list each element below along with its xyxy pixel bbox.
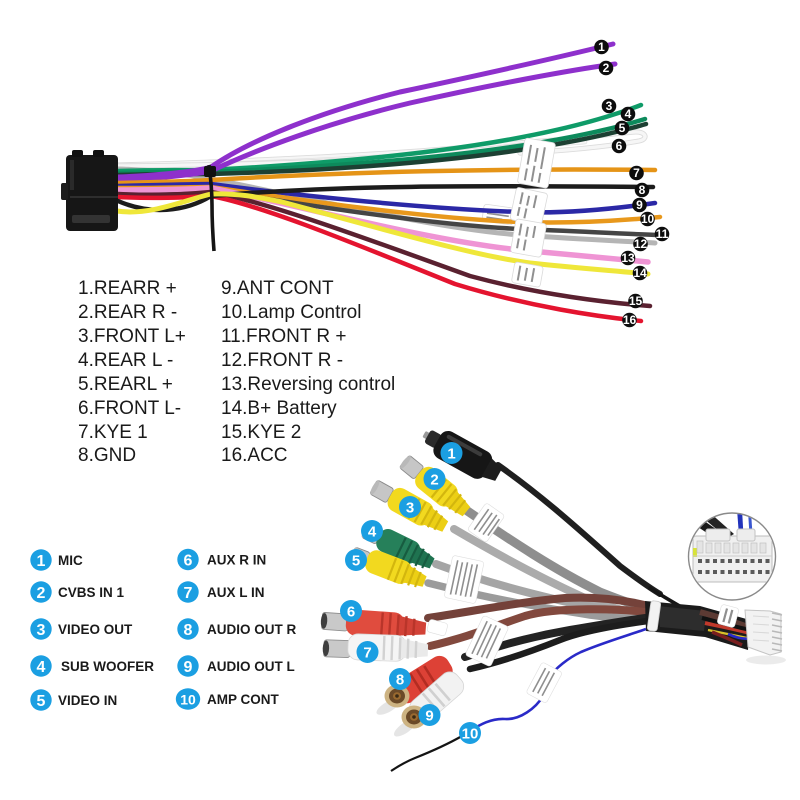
svg-text:VIDEO OUT: VIDEO OUT [58,622,133,637]
svg-text:AUX L IN: AUX L IN [207,585,265,600]
svg-text:AUDIO OUT R: AUDIO OUT R [207,622,296,637]
svg-text:16.ACC: 16.ACC [221,445,288,466]
svg-text:15.KYE 2: 15.KYE 2 [221,422,301,443]
svg-text:11.FRONT R +: 11.FRONT R + [221,326,346,347]
svg-text:3: 3 [606,99,613,113]
svg-text:9.ANT CONT: 9.ANT CONT [221,278,334,299]
svg-text:AUX R IN: AUX R IN [207,553,266,568]
svg-text:4: 4 [368,524,377,541]
svg-text:8: 8 [639,183,646,197]
svg-text:4.REAR L -: 4.REAR L - [78,350,173,371]
svg-text:3: 3 [37,622,46,639]
svg-text:3.FRONT L+: 3.FRONT L+ [78,326,186,347]
svg-text:2: 2 [603,61,610,75]
svg-text:10: 10 [641,212,655,226]
svg-text:2: 2 [430,472,438,489]
svg-text:5: 5 [352,553,360,570]
svg-text:CVBS IN 1: CVBS IN 1 [58,585,125,600]
svg-text:1.REARR +: 1.REARR + [78,278,177,299]
svg-text:1: 1 [37,553,46,570]
svg-text:9: 9 [425,708,433,725]
svg-text:8.GND: 8.GND [78,445,136,466]
svg-text:6: 6 [616,139,623,153]
svg-text:5: 5 [619,121,626,135]
svg-text:15: 15 [629,294,643,308]
svg-text:2: 2 [37,585,46,602]
svg-text:12: 12 [634,237,648,251]
svg-text:10.Lamp Control: 10.Lamp Control [221,302,361,323]
svg-text:11: 11 [656,227,669,241]
svg-text:4: 4 [37,659,46,676]
svg-text:14.B+ Battery: 14.B+ Battery [221,398,337,419]
svg-text:5.REARL +: 5.REARL + [78,374,173,395]
svg-text:16: 16 [623,313,637,327]
svg-text:4: 4 [625,107,632,121]
svg-text:1: 1 [598,40,605,54]
svg-text:9: 9 [636,198,643,212]
svg-text:6: 6 [184,553,193,570]
svg-text:7: 7 [633,166,640,180]
svg-text:8: 8 [396,672,404,689]
svg-text:SUB WOOFER: SUB WOOFER [61,659,154,674]
svg-text:6: 6 [347,604,355,621]
svg-text:9: 9 [184,659,193,676]
svg-text:VIDEO IN: VIDEO IN [58,693,117,708]
svg-text:12.FRONT R -: 12.FRONT R - [221,350,343,371]
svg-text:6.FRONT L-: 6.FRONT L- [78,398,181,419]
svg-text:13: 13 [621,251,635,265]
svg-text:MIC: MIC [58,553,83,568]
svg-text:14: 14 [633,266,647,280]
svg-text:7: 7 [184,585,193,602]
svg-text:AUDIO OUT L: AUDIO OUT L [207,659,295,674]
svg-text:1: 1 [447,446,455,463]
svg-text:10: 10 [180,692,196,708]
svg-text:7: 7 [363,645,371,662]
svg-text:5: 5 [37,693,46,710]
svg-text:7.KYE 1: 7.KYE 1 [78,422,148,443]
svg-text:13.Reversing control: 13.Reversing control [221,374,395,395]
svg-text:8: 8 [184,622,193,639]
svg-text:2.REAR R -: 2.REAR R - [78,302,177,323]
svg-text:10: 10 [462,726,479,743]
svg-text:AMP CONT: AMP CONT [207,692,280,707]
svg-text:3: 3 [406,500,414,517]
